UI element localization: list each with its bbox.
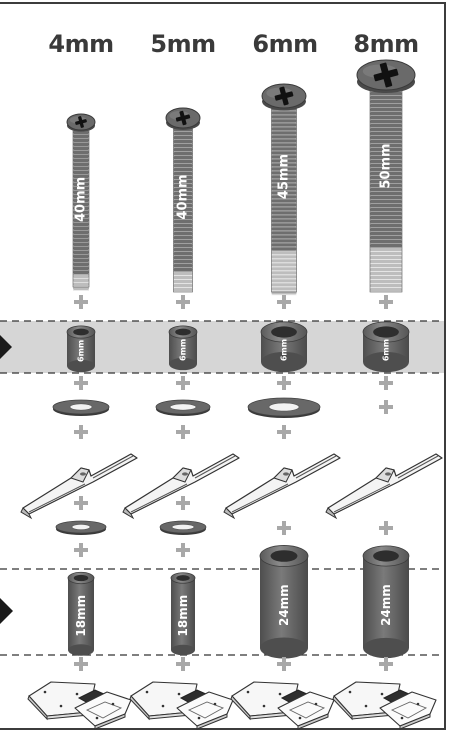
- mounting-bracket: [20, 453, 138, 520]
- screw-head: [356, 59, 416, 93]
- base-plate-set: [332, 681, 437, 730]
- screw: 40mm: [66, 113, 96, 291]
- washer: [159, 520, 207, 535]
- spacer-tube-label: 18mm: [74, 595, 88, 637]
- screw: 45mm: [261, 83, 307, 296]
- size-header-4mm: 4mm: [48, 30, 114, 58]
- washer: [55, 520, 107, 535]
- plus-icon: [379, 657, 393, 671]
- spacer-tube: 18mm: [67, 571, 95, 656]
- plus-icon: [74, 657, 88, 671]
- spacer-tube-label: 18mm: [176, 595, 190, 637]
- screw-head: [261, 83, 307, 111]
- spacer-tube: 24mm: [362, 545, 410, 659]
- washer: [155, 399, 211, 416]
- plus-icon: [379, 521, 393, 535]
- base-plate-set: [230, 681, 335, 730]
- plus-icon: [277, 521, 291, 535]
- spacer-tube: 18mm: [170, 572, 196, 656]
- screw-length-label: 40mm: [74, 177, 89, 222]
- plus-icon: [74, 376, 88, 390]
- size-header-8mm: 8mm: [353, 30, 419, 58]
- plus-icon: [277, 295, 291, 309]
- plus-icon: [379, 376, 393, 390]
- screw-head: [66, 113, 96, 132]
- plus-icon: [74, 496, 88, 510]
- phillips-cross-icon: [75, 116, 87, 128]
- phillips-cross-icon: [274, 86, 294, 106]
- plus-icon: [176, 496, 190, 510]
- screw: 50mm: [356, 59, 416, 293]
- spacer-label: 6mm: [280, 339, 289, 361]
- spacer-tube: 24mm: [259, 545, 309, 659]
- washer: [52, 399, 110, 416]
- size-header-5mm: 5mm: [150, 30, 216, 58]
- screw-length-label: 45mm: [277, 154, 292, 199]
- spacer: 6mm: [168, 325, 198, 371]
- plus-icon: [277, 657, 291, 671]
- spacer-label: 6mm: [77, 340, 86, 362]
- phillips-cross-icon: [175, 110, 191, 126]
- plus-icon: [379, 400, 393, 414]
- spacer: 6mm: [66, 325, 96, 373]
- diagram-frame: [0, 2, 446, 730]
- base-plate-set: [27, 681, 132, 730]
- spacer: 6mm: [362, 321, 410, 373]
- plus-icon: [277, 425, 291, 439]
- base-plate-set: [129, 681, 234, 730]
- plus-icon: [379, 295, 393, 309]
- size-header-6mm: 6mm: [252, 30, 318, 58]
- screw: 40mm: [165, 107, 201, 293]
- mounting-bracket: [122, 453, 240, 520]
- screw-length-label: 50mm: [379, 143, 394, 188]
- mounting-bracket: [325, 453, 443, 520]
- phillips-cross-icon: [373, 62, 399, 88]
- row-pointer-arrow-icon: [0, 598, 13, 624]
- plus-icon: [176, 376, 190, 390]
- washer: [247, 397, 321, 418]
- spacer-tube-label: 24mm: [379, 584, 393, 626]
- plus-icon: [74, 425, 88, 439]
- plus-icon: [176, 425, 190, 439]
- plus-icon: [74, 543, 88, 557]
- spacer: 6mm: [260, 321, 308, 373]
- plus-icon: [176, 657, 190, 671]
- spacer-label: 6mm: [179, 339, 188, 361]
- spacer-label: 6mm: [382, 339, 391, 361]
- plus-icon: [277, 376, 291, 390]
- screw-length-label: 40mm: [176, 174, 191, 219]
- spacer-tube-label: 24mm: [277, 584, 291, 626]
- screw-head: [165, 107, 201, 130]
- row-pointer-arrow-icon: [0, 335, 12, 359]
- mounting-bracket: [223, 453, 341, 520]
- plus-icon: [74, 295, 88, 309]
- plus-icon: [176, 295, 190, 309]
- plus-icon: [176, 543, 190, 557]
